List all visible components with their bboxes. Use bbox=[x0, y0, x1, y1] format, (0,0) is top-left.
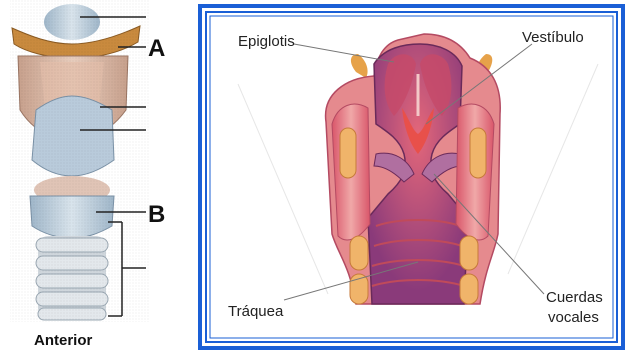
larynx-section-diagram: Epiglotis Vestíbulo Tráquea Cuerdas voca… bbox=[198, 4, 625, 350]
label-a: A bbox=[148, 35, 165, 62]
label-traquea: Tráquea bbox=[228, 303, 284, 320]
texture-overlay bbox=[10, 0, 150, 322]
label-vestibulo: Vestíbulo bbox=[522, 29, 584, 46]
label-b: B bbox=[148, 201, 165, 228]
larynx-anterior-diagram: A B Anterior bbox=[0, 0, 200, 352]
label-cuerdas-line1: Cuerdas bbox=[546, 289, 603, 306]
label-cuerdas-line2: vocales bbox=[548, 309, 599, 326]
label-epiglotis: Epiglotis bbox=[238, 33, 295, 50]
caption-anterior: Anterior bbox=[34, 332, 93, 349]
